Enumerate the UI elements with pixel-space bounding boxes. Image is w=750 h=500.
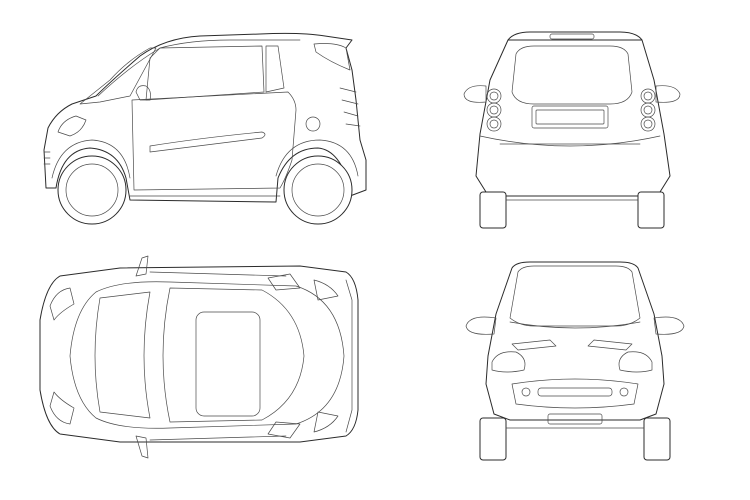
rear-window bbox=[512, 46, 632, 104]
front-left-mirror bbox=[466, 317, 496, 334]
front-view bbox=[460, 258, 685, 463]
rear-left-taillights bbox=[487, 89, 501, 131]
rear-right-taillights bbox=[641, 89, 655, 131]
side-view bbox=[38, 26, 376, 234]
front-view-drawing bbox=[460, 258, 685, 463]
front-lower-intake bbox=[548, 414, 602, 424]
rear-bumper bbox=[480, 136, 660, 146]
side-windshield bbox=[80, 48, 156, 104]
rear-body-outline bbox=[476, 40, 670, 196]
front-body-outline bbox=[486, 262, 664, 420]
side-view-drawing bbox=[38, 26, 376, 234]
top-view bbox=[36, 254, 368, 488]
front-grille bbox=[512, 379, 638, 408]
front-right-mirror bbox=[654, 317, 684, 334]
rear-view bbox=[460, 30, 685, 235]
top-windshield bbox=[95, 292, 150, 418]
front-left-wheel bbox=[480, 418, 506, 460]
side-door bbox=[132, 92, 296, 190]
rear-left-mirror bbox=[464, 86, 486, 103]
side-fuel-cap bbox=[306, 117, 320, 131]
top-sunroof bbox=[196, 312, 260, 416]
side-rear-lights bbox=[340, 88, 360, 126]
side-body-outline bbox=[44, 33, 366, 202]
rear-right-mirror bbox=[656, 86, 680, 103]
front-windshield bbox=[510, 266, 640, 326]
side-door-handle bbox=[150, 132, 265, 152]
rear-right-wheel bbox=[638, 192, 664, 228]
side-front-wheel bbox=[58, 156, 126, 224]
top-view-drawing bbox=[36, 254, 368, 488]
rear-left-wheel bbox=[480, 192, 506, 228]
side-mirror bbox=[136, 86, 151, 100]
side-window bbox=[146, 46, 264, 100]
side-rear-wheel bbox=[284, 156, 352, 224]
rear-license-plate bbox=[532, 106, 608, 128]
front-right-wheel bbox=[644, 418, 670, 460]
rear-roof-spoiler bbox=[508, 32, 642, 40]
front-left-headlight bbox=[492, 352, 525, 372]
top-body-outline bbox=[40, 266, 358, 442]
top-roof bbox=[70, 282, 344, 429]
side-headlight bbox=[58, 116, 86, 136]
front-right-headlight bbox=[619, 352, 652, 372]
rear-view-drawing bbox=[460, 30, 685, 235]
top-left-mirror bbox=[136, 256, 148, 276]
top-right-mirror bbox=[136, 436, 148, 458]
